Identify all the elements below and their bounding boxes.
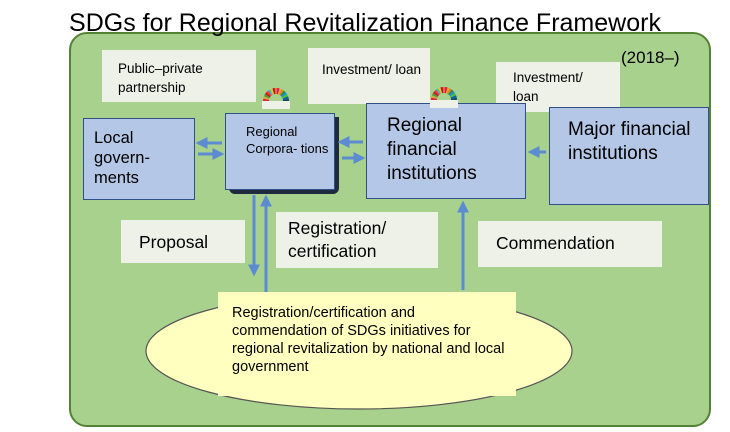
proposal-label: Proposal — [121, 220, 245, 263]
investment-loan-label-1-text: Investment/ loan — [322, 62, 422, 77]
ppp-label-text: Public–private partnership — [118, 61, 203, 95]
diagram-title: SDGs for Regional Revitalization Finance… — [69, 9, 661, 37]
regional-financial-institutions-box: Regional financial institutions — [366, 103, 526, 199]
investment-loan-label-2-text: Investment/ loan — [513, 70, 583, 104]
sdg-wheel-segment — [279, 89, 284, 96]
registration-certification-label: Registration/ certification — [276, 212, 438, 268]
commendation-label: Commendation — [478, 221, 662, 267]
major-financial-institutions-box: Major financial institutions — [549, 107, 709, 205]
sdg-wheel-segment — [434, 89, 440, 96]
government-initiatives-text: Registration/certification and commendat… — [218, 292, 516, 396]
registration-certification-label-text: Registration/ certification — [288, 218, 387, 261]
ppp-label: Public–private partnership — [102, 50, 256, 102]
sdg-wheel-segment — [270, 88, 275, 95]
sdg-wheel-segment — [263, 96, 270, 100]
sdg-wheel-segment — [281, 94, 289, 99]
sdg-wheel-segment — [431, 97, 438, 100]
regional-corporations-text: Regional Corpora- tions — [246, 124, 329, 156]
sdg-wheel-segment — [447, 88, 452, 95]
sdg-wheel-segment — [440, 87, 444, 94]
sdg-wheel-segment — [268, 89, 273, 96]
investment-loan-label-1: Investment/ loan — [308, 48, 430, 104]
sdg-wheel-base — [262, 101, 290, 109]
commendation-label-text: Commendation — [496, 233, 615, 253]
sdg-wheel-segment — [431, 95, 438, 99]
sdg-wheel-segment — [282, 96, 289, 100]
proposal-label-text: Proposal — [139, 232, 209, 252]
sdg-wheel-segment — [277, 88, 282, 95]
sdg-wheel-segment — [438, 87, 443, 94]
sdg-wheel-icon — [262, 88, 290, 109]
sdg-wheel-segment — [281, 92, 288, 98]
sdg-wheel-icon — [430, 87, 458, 108]
sdg-wheel-segment — [450, 97, 457, 100]
sdg-wheel-segment — [280, 90, 286, 97]
sdg-wheel-segment — [444, 87, 448, 94]
sdg-wheel-segment — [431, 93, 439, 98]
local-governments-box: Local govern- ments — [83, 118, 195, 200]
sdg-wheel-base — [430, 100, 458, 108]
sdg-wheel-segment — [263, 98, 270, 101]
regional-corporations-box: Regional Corpora- tions — [225, 113, 335, 190]
sdg-wheel-segment — [445, 87, 450, 94]
major-financial-institutions-text: Major financial institutions — [568, 119, 691, 164]
sdg-wheel-segment — [450, 95, 457, 99]
sdg-wheel-segment — [432, 91, 439, 97]
sdg-wheel-segment — [448, 89, 454, 96]
period-label: (2018–) — [621, 48, 680, 67]
sdg-wheel-segment — [263, 94, 271, 99]
sdg-wheel-segment — [276, 88, 280, 95]
sdg-wheel-segment — [266, 90, 272, 97]
local-governments-text: Local govern- ments — [94, 129, 150, 187]
sdg-wheel-segment — [282, 98, 289, 101]
sdg-wheel-segment — [264, 92, 271, 98]
sdg-wheel-segment — [449, 91, 456, 97]
sdg-wheel-segment — [274, 88, 278, 95]
sdg-wheel-segment — [449, 93, 457, 98]
regional-financial-institutions-text: Regional financial institutions — [387, 115, 477, 184]
sdg-wheel-segment — [436, 88, 441, 95]
sdg-wheel-segment — [442, 87, 446, 94]
sdg-wheel-segment — [272, 88, 276, 95]
